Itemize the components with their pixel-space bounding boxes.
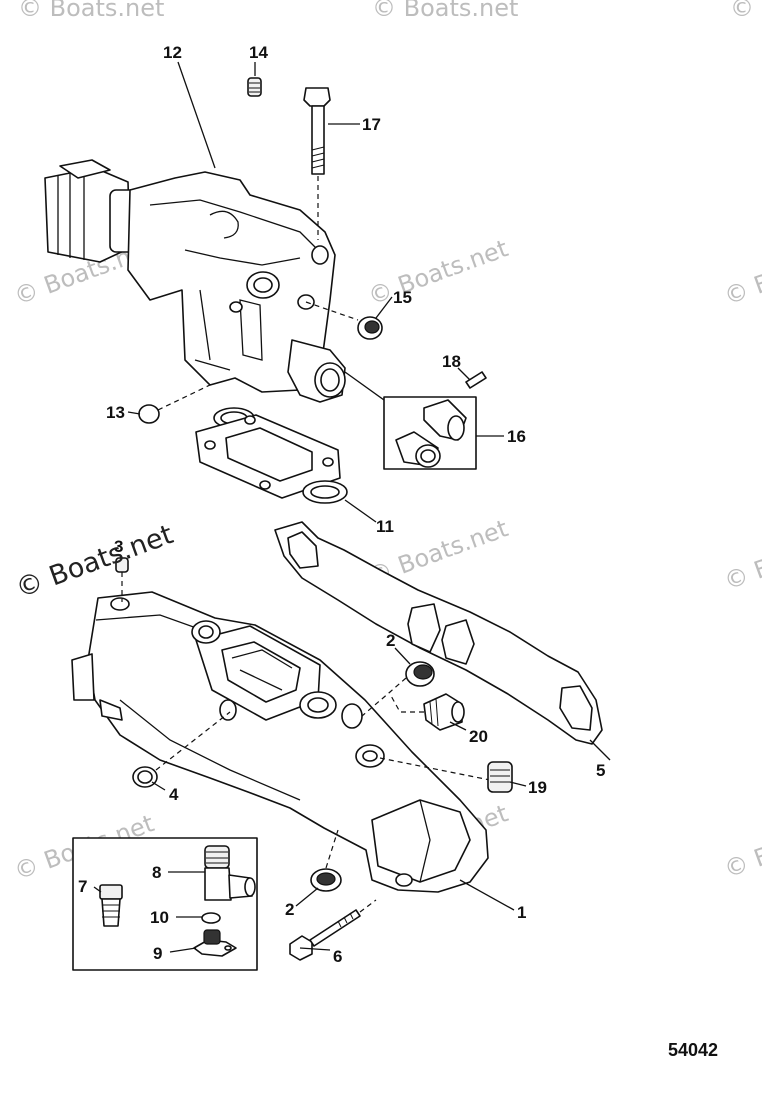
callout-12: 12 (163, 43, 182, 62)
figure-number: 54042 (668, 1040, 718, 1060)
part-19-plug (379, 757, 513, 793)
watermark-top-center: © Boats.net (372, 0, 518, 22)
part-17-bolt (303, 87, 331, 240)
callout-10: 10 (150, 908, 169, 927)
part-3-plug (115, 557, 129, 602)
callout-7: 7 (78, 877, 87, 896)
part-12-elbow-housing (44, 159, 346, 403)
leader-lines (93, 61, 527, 953)
part-2-plug-lower (310, 829, 342, 892)
callout-2-upper: 2 (386, 631, 395, 650)
part-7-hose-fitting (99, 884, 123, 927)
inset-box-fittings (72, 837, 258, 971)
part-13-plug (138, 384, 211, 424)
part-20-fitting (389, 693, 465, 731)
watermark-top-right: © Boats.net (730, 0, 762, 22)
callout-20: 20 (469, 727, 488, 746)
callout-labels: 12 14 17 15 18 13 16 11 3 2 20 5 19 4 8 … (78, 43, 605, 966)
callout-1: 1 (517, 903, 526, 922)
callout-18: 18 (442, 352, 461, 371)
part-14-plug (247, 77, 262, 97)
part-9-drain-fitting (193, 929, 237, 957)
callout-9: 9 (153, 944, 162, 963)
part-5-manifold-gasket (274, 521, 611, 761)
callout-3: 3 (114, 537, 123, 556)
callout-15: 15 (393, 288, 412, 307)
part-4-plug (132, 711, 231, 788)
callout-2-lower: 2 (285, 900, 294, 919)
callout-14: 14 (249, 43, 268, 62)
callout-11: 11 (376, 517, 394, 536)
watermark-upper-center: © Boats.net (364, 234, 511, 310)
part-15-plug (305, 301, 383, 340)
callout-19: 19 (528, 778, 547, 797)
watermark-lower-right: © Boats.net (720, 807, 762, 883)
part-11-gasket-and-seals (195, 407, 348, 504)
part-16-fittings-box (344, 371, 504, 470)
callout-17: 17 (362, 115, 381, 134)
part-18-fitting (465, 371, 487, 389)
callout-13: 13 (106, 403, 125, 422)
callout-8: 8 (152, 863, 161, 882)
callout-4: 4 (169, 785, 179, 804)
part-10-o-ring (201, 912, 221, 924)
part-2-plug-upper (361, 661, 435, 717)
callout-16: 16 (507, 427, 526, 446)
callout-5: 5 (596, 761, 605, 780)
watermark-middle-right: © Boats.net (720, 519, 762, 595)
watermark-top-left: © Boats.net (18, 0, 164, 22)
part-1-exhaust-manifold (71, 591, 489, 893)
watermark-upper-right: © Boats.net (720, 234, 762, 310)
callout-6: 6 (333, 947, 342, 966)
part-8-tee-fitting (204, 845, 256, 901)
